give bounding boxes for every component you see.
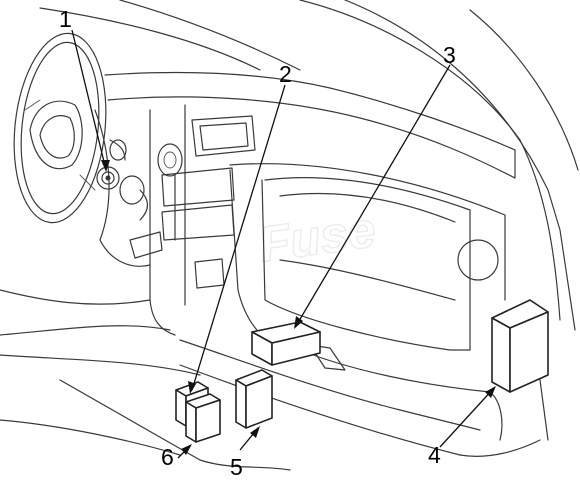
arrowhead-1 (101, 160, 110, 172)
callout-4: 4 (428, 442, 441, 468)
callout-3: 3 (443, 42, 456, 68)
fuse-block-6 (175, 381, 221, 443)
callout-2: 2 (279, 61, 292, 87)
leader-4 (439, 387, 495, 448)
arrowhead-5 (250, 426, 260, 438)
fuse-box-3 (251, 321, 321, 366)
fuse-box-4 (491, 299, 549, 393)
arrowhead-6 (181, 444, 192, 455)
watermark-text: Fuse (256, 201, 379, 273)
arrowhead-4 (485, 386, 496, 398)
leader-lines (71, 29, 496, 459)
callout-5: 5 (230, 454, 243, 480)
callout-1: 1 (59, 6, 72, 32)
leader-2 (191, 84, 286, 391)
arrowhead-3 (294, 316, 303, 329)
leader-3 (295, 64, 451, 327)
dashboard-illustration (0, 0, 579, 471)
arrowhead-2 (188, 381, 196, 394)
callout-6: 6 (161, 444, 174, 470)
leader-1 (71, 29, 107, 171)
relay-box-5 (235, 369, 273, 429)
